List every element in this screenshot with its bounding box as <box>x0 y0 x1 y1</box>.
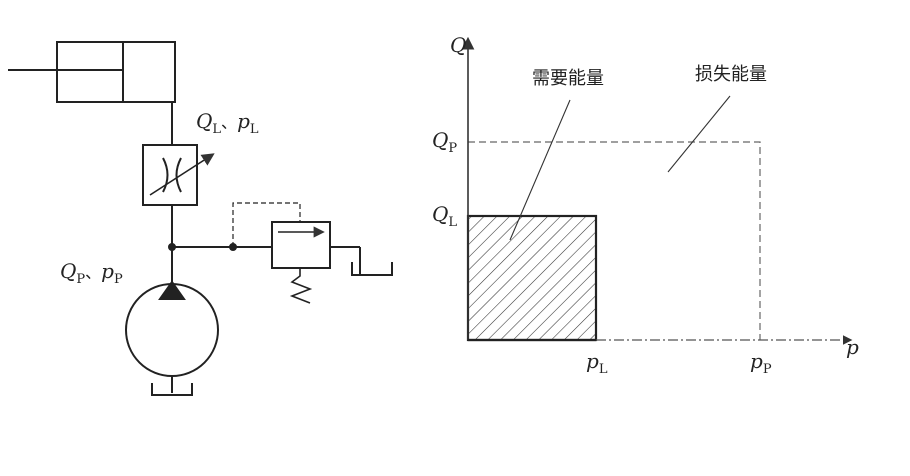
annotation-leader-2 <box>667 95 731 173</box>
annotation-label-2: 损失能量 <box>695 64 767 85</box>
x-tick-label-L: pL <box>586 349 608 377</box>
throttle-valve <box>142 144 215 206</box>
energy-chart: Qp QL QP pL pP 需要能量 损失能量 <box>432 33 859 377</box>
label-pump-flow-pressure: QP、pP <box>60 259 123 287</box>
relief-valve <box>232 202 393 304</box>
label-load-flow-pressure: QL、pL <box>196 109 259 137</box>
tank-symbol-relief <box>351 262 393 276</box>
x-axis-label: p <box>846 335 859 359</box>
cylinder <box>8 41 176 103</box>
junction-node <box>168 243 176 251</box>
annotation-leader-1 <box>509 99 571 241</box>
x-tick-label-P: pP <box>750 349 772 377</box>
pump <box>125 280 219 396</box>
y-tick-label-P: QP <box>432 128 457 156</box>
y-tick-label-L: QL <box>432 202 457 230</box>
tank-symbol-pump <box>151 383 193 396</box>
annotation-label-1: 需要能量 <box>532 68 604 89</box>
hydraulic-circuit <box>8 41 393 396</box>
loss-energy-boundary <box>468 141 761 340</box>
y-axis-label: Q <box>450 33 466 57</box>
required-energy-region <box>466 214 598 342</box>
